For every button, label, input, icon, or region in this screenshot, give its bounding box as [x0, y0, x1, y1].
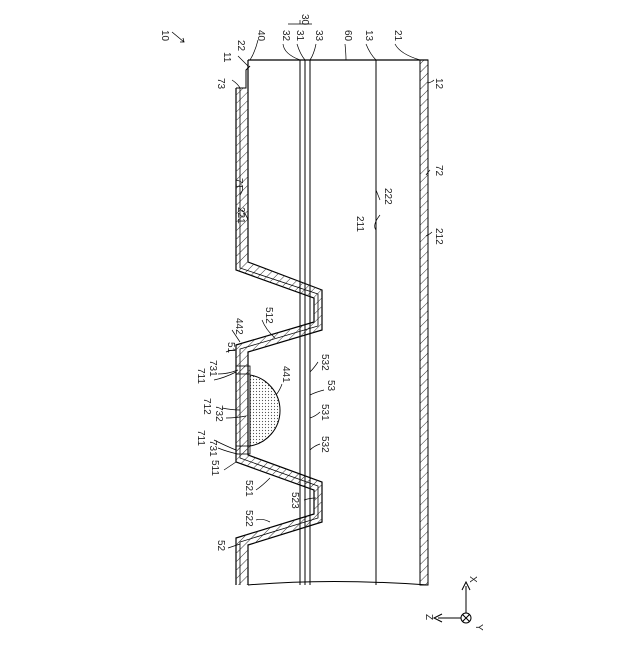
label-22: 22 — [235, 40, 246, 52]
axis-x-label: X — [467, 576, 478, 583]
pad-731-bottom — [236, 446, 250, 454]
label-52: 52 — [215, 540, 226, 552]
label-732: 732 — [213, 405, 224, 422]
label-31: 31 — [294, 30, 305, 42]
label-731-top: 731 — [207, 360, 218, 377]
label-511: 511 — [209, 460, 220, 476]
label-40: 40 — [255, 30, 266, 42]
label-523: 523 — [289, 492, 300, 509]
axis-y-label: Y — [473, 624, 484, 631]
substrate-layers — [248, 60, 428, 585]
label-33: 33 — [313, 30, 324, 42]
label-73: 73 — [215, 78, 226, 90]
label-12: 12 — [433, 78, 444, 90]
label-10: 10 — [159, 30, 170, 42]
label-32: 32 — [280, 30, 291, 42]
label-53: 53 — [325, 380, 336, 392]
label-531: 531 — [319, 404, 330, 421]
label-532-top: 532 — [319, 354, 330, 371]
label-212: 212 — [433, 228, 444, 245]
layer-72-hatched — [420, 60, 428, 585]
label-13: 13 — [363, 30, 374, 42]
pad-731-top — [236, 366, 250, 374]
label-71: 71 — [233, 178, 244, 190]
label-521: 521 — [243, 480, 254, 497]
label-60: 60 — [342, 30, 353, 42]
label-441: 441 — [280, 366, 291, 383]
label-11: 11 — [221, 52, 232, 63]
label-222: 222 — [382, 188, 393, 205]
label-221: 221 — [235, 207, 246, 224]
label-712: 712 — [201, 398, 212, 415]
label-731-bottom: 731 — [207, 440, 218, 457]
coordinate-axes: X Z Y — [423, 576, 484, 631]
label-21: 21 — [392, 30, 403, 42]
covering-layer-71 — [236, 66, 322, 585]
break-line — [248, 582, 428, 586]
leader-lines — [232, 40, 434, 236]
label-512: 512 — [263, 307, 274, 324]
label-442: 442 — [233, 318, 244, 335]
label-711-bottom: 711 — [195, 430, 206, 446]
label-72: 72 — [433, 165, 444, 177]
wavy-body — [236, 60, 322, 585]
label-211: 211 — [354, 216, 365, 232]
label-522: 522 — [243, 510, 254, 527]
axis-z-label: Z — [423, 614, 434, 620]
label-711-top: 711 — [195, 368, 206, 384]
arrow-10-icon — [172, 32, 184, 42]
label-532-bottom: 532 — [319, 436, 330, 453]
